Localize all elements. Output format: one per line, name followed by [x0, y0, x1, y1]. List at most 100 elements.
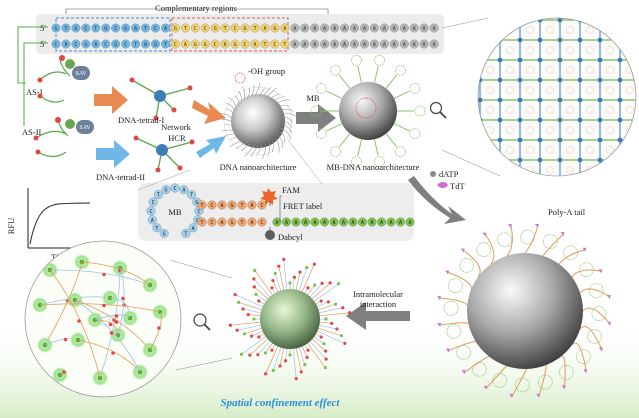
mb-linker: [326, 123, 343, 132]
nucleotide-letter: A: [224, 42, 227, 48]
network-node: [617, 77, 623, 83]
dense-dot: [284, 359, 288, 363]
dense-dot: [263, 351, 267, 355]
nucleotide: [131, 39, 141, 49]
network-loop: [626, 106, 634, 114]
network-loop: [546, 66, 554, 74]
network-loop: [506, 106, 514, 114]
tdt-tag: [445, 270, 450, 275]
dense-strand: [317, 307, 343, 314]
nucleotide-letter: G: [230, 220, 233, 226]
network-loop: [546, 106, 554, 114]
polya-sphere-group: [436, 223, 612, 399]
polya-hairpin: [591, 306, 607, 322]
detail-zoom-line-1: [287, 139, 323, 185]
as1-cluster: [37, 55, 75, 103]
dense-dot: [319, 335, 323, 339]
network-node: [577, 157, 583, 163]
network-loop: [526, 46, 534, 54]
network-node: [537, 137, 543, 143]
bl-dot: [102, 272, 106, 277]
as1-label: AS-I: [26, 87, 43, 97]
network-loop: [586, 146, 594, 154]
nucleotide: [141, 23, 151, 33]
nucleotide: [270, 39, 280, 49]
network-node: [497, 97, 503, 103]
loop-nucleotide: [187, 190, 197, 200]
dna-strand-line: [274, 99, 290, 105]
nucleotide-letter: T: [157, 193, 160, 199]
dna-nano-label: DNA nanoarchitecture: [220, 162, 297, 172]
network-loop: [506, 146, 514, 154]
dna-strand-line: [235, 142, 248, 150]
nucleotide: [71, 39, 81, 49]
tdt-icon: [437, 182, 448, 188]
mb-linker: [393, 90, 410, 99]
dense-strand: [315, 330, 345, 344]
dna-strand-line: [224, 124, 236, 129]
dna-strand-line: [277, 134, 283, 148]
network-loop: [546, 86, 554, 94]
network-node: [537, 97, 543, 103]
dense-strand: [317, 321, 332, 324]
dense-dot: [320, 281, 324, 285]
nucleotide: [250, 39, 260, 49]
network-loop: [527, 187, 534, 194]
polya-hairpin: [459, 257, 475, 273]
nucleotide: [280, 23, 290, 33]
zoom-line-bl-1: [169, 259, 233, 279]
nucleotide-letter: A: [342, 220, 345, 226]
nucleotide-letter: A: [294, 220, 297, 226]
nucleotide: [61, 23, 71, 33]
network-node: [517, 157, 523, 163]
network-node: [517, 77, 523, 83]
nucleotide-letter: G: [194, 42, 197, 48]
dense-dot: [252, 285, 256, 289]
network-loop: [586, 126, 594, 134]
dense-strand: [316, 303, 336, 311]
network-node: [517, 37, 523, 43]
network-node: [617, 137, 623, 143]
tdt-tag: [482, 232, 487, 237]
nucleotide-letter: A: [343, 26, 346, 32]
mb-linker: [373, 66, 379, 83]
bl-dot: [108, 322, 113, 327]
network-loop: [506, 66, 514, 74]
network-loop: [626, 26, 634, 34]
dense-dot: [257, 335, 261, 339]
stem-nucleotide: [237, 217, 247, 227]
nucleotide-letter: A: [363, 42, 366, 48]
nucleotide-letter: A: [413, 42, 416, 48]
stem-nucleotide: [217, 217, 227, 227]
network-node: [557, 117, 563, 123]
network-loop: [487, 187, 494, 194]
tail-nucleotide: [358, 217, 367, 227]
nucleotide-letter: C: [154, 26, 157, 32]
network-loop: [606, 106, 614, 114]
tdt-tag: [536, 393, 541, 398]
dense-dot: [324, 317, 328, 321]
nucleotide: [101, 23, 111, 33]
nucleotide-letter: A: [182, 188, 185, 194]
stem-nucleotide: [207, 200, 217, 210]
bl-dot: [157, 326, 161, 330]
nucleotide-letter: A: [408, 220, 411, 226]
nucleotide: [220, 23, 230, 33]
dense-strand: [301, 264, 315, 294]
network-node: [577, 117, 583, 123]
network-node: [597, 57, 603, 63]
connector-as2: [23, 42, 48, 126]
dense-dot: [233, 292, 237, 297]
dense-dot: [288, 281, 292, 285]
network-node: [617, 157, 623, 163]
nucleotide: [429, 39, 439, 49]
bl-dot: [114, 320, 119, 324]
network-node: [497, 57, 503, 63]
nucleotide: [260, 23, 270, 33]
dense-dot: [242, 332, 246, 336]
dense-strand: [230, 321, 263, 326]
network-loop: [526, 66, 534, 74]
dense-strand: [274, 273, 282, 293]
